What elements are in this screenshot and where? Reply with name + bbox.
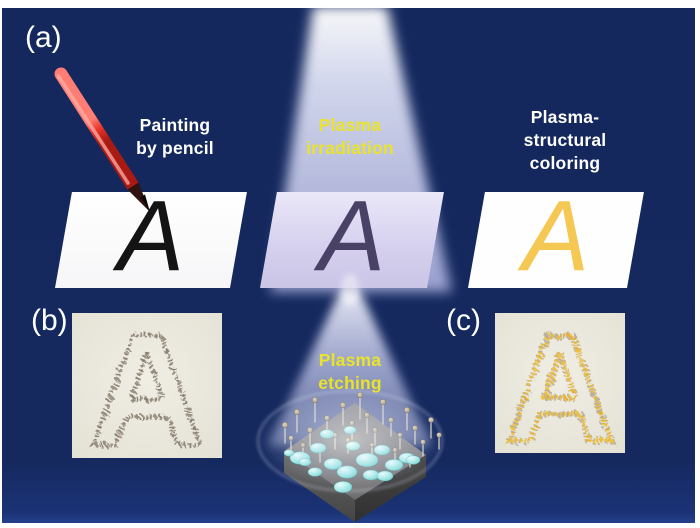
caption-plasma-irradiation: Plasma irradiation	[306, 115, 394, 158]
svg-text:A: A	[89, 313, 205, 458]
caption-plasma-etching: Plasma etching	[318, 350, 382, 393]
photo-colored-a: A A A	[495, 313, 625, 453]
svg-text:A: A	[505, 313, 615, 453]
sheet-letter-pencil: A	[117, 180, 185, 292]
caption-painting: Painting by pencil	[136, 115, 214, 158]
sheet-letter-colored: A	[522, 180, 590, 292]
paper-background	[72, 313, 222, 458]
sheet-colored: A	[468, 180, 644, 292]
svg-text:A: A	[505, 313, 615, 453]
sheet-painting: A	[55, 180, 247, 292]
caption-plasma-structural-coloring: Plasma- structural coloring	[523, 107, 607, 173]
panel-label-c: (c)	[446, 304, 481, 337]
drawn-letter-gold: A A A	[502, 313, 619, 453]
svg-text:A: A	[505, 313, 615, 453]
plasma-etching-illustration	[281, 391, 442, 522]
panel-label-a: (a)	[25, 21, 62, 54]
paper-background	[495, 313, 625, 453]
photo-pencil-a: A A	[72, 313, 222, 458]
panel-label-b: (b)	[31, 304, 68, 337]
sheet-irradiated: A	[260, 180, 444, 292]
svg-text:A: A	[89, 313, 205, 458]
sheet-letter-plasma: A	[318, 180, 386, 292]
drawn-letter-pencil: A A	[86, 313, 207, 458]
